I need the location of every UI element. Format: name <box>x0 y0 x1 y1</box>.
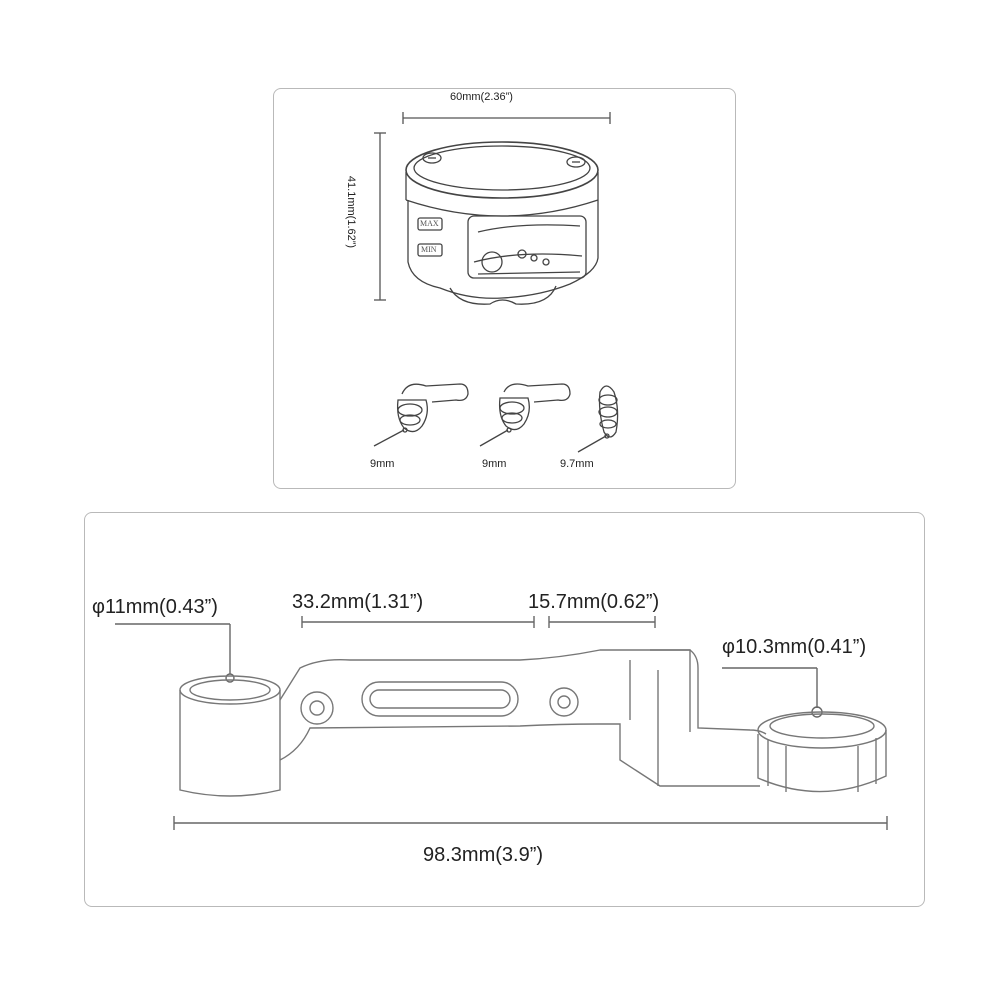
right-diameter-leader <box>722 667 823 718</box>
min-mark: MIN <box>421 245 437 254</box>
height-dimension-line <box>374 132 386 301</box>
left-diameter-leader <box>115 623 235 683</box>
slot-length-label: 33.2mm(1.31”) <box>292 591 424 613</box>
fitting-elbow-2 <box>479 383 571 447</box>
fitting-straight-3 <box>577 385 619 453</box>
left-diameter-label: φ11mm(0.43”) <box>92 596 218 618</box>
fitting-elbow-1 <box>373 383 469 447</box>
width-dimension-line <box>402 112 611 124</box>
width-dimension-label: 60mm(2.36”) <box>450 91 513 103</box>
fitting-1-label: 9mm <box>370 458 395 470</box>
bracket-body <box>179 649 887 797</box>
max-mark: MAX <box>420 219 439 228</box>
offset-label: 15.7mm(0.62”) <box>528 591 660 613</box>
fitting-2-label: 9mm <box>482 458 507 470</box>
slot-dimension-line <box>301 616 535 628</box>
offset-dimension-line <box>548 616 656 628</box>
reservoir-panel <box>273 88 736 489</box>
fitting-3-label: 9.7mm <box>560 458 594 470</box>
overall-dimension-line <box>173 816 888 830</box>
bracket-panel <box>84 512 925 907</box>
overall-length-label: 98.3mm(3.9”) <box>423 844 544 866</box>
right-diameter-label: φ10.3mm(0.41”) <box>722 636 867 658</box>
reservoir-body <box>405 141 599 305</box>
